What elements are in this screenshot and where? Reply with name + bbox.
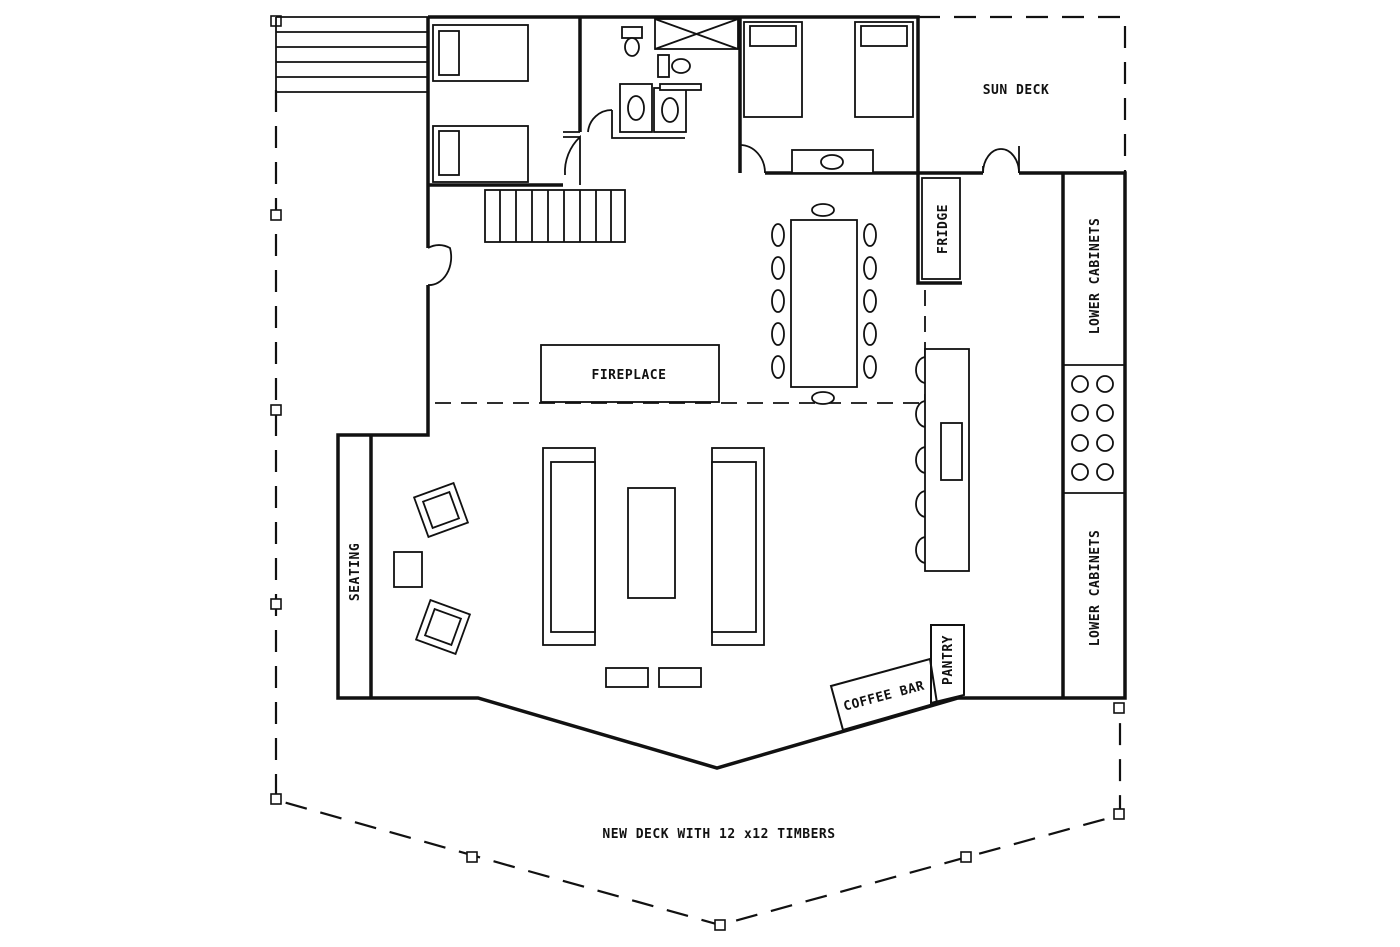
armchair xyxy=(414,598,472,656)
sun-deck-label: SUN DECK xyxy=(983,83,1050,98)
pantry: PANTRY xyxy=(930,624,965,705)
new-deck-outline xyxy=(274,15,1127,927)
sink xyxy=(820,154,844,170)
toilet-tank xyxy=(657,54,670,78)
lower-cabinets-top-label: LOWER CABINETS xyxy=(1088,218,1103,335)
chair xyxy=(771,256,785,280)
dining-zone-boundary xyxy=(435,290,926,404)
pantry-label: PANTRY xyxy=(941,635,956,685)
lower-cabinets-bottom-label: LOWER CABINETS xyxy=(1088,530,1103,647)
bedroom-left xyxy=(428,17,582,187)
chair xyxy=(771,289,785,313)
fireplace: FIREPLACE xyxy=(540,344,720,403)
exterior-walls xyxy=(336,15,1127,770)
sofa-right xyxy=(711,447,765,646)
toilet xyxy=(671,58,691,74)
deck-post xyxy=(960,851,972,863)
exterior-stairs xyxy=(275,16,428,93)
chair xyxy=(863,355,877,379)
burner xyxy=(1096,375,1114,393)
sun-deck: SUN DECK xyxy=(983,83,1050,98)
pillow xyxy=(749,25,797,47)
kitchen-cabinets: LOWER CABINETS LOWER CABINETS xyxy=(1061,173,1125,698)
living-room xyxy=(393,447,765,688)
bedroom-right xyxy=(743,21,918,175)
toilet-tank xyxy=(621,26,643,39)
side-table xyxy=(393,551,423,588)
deck-post xyxy=(270,404,282,416)
burner xyxy=(1096,404,1114,422)
burner xyxy=(1071,404,1089,422)
bathroom xyxy=(611,17,742,173)
cooktop xyxy=(1071,375,1114,481)
burner xyxy=(1071,434,1089,452)
interior-stairs xyxy=(484,189,626,243)
sofa-left xyxy=(542,447,596,646)
ottoman xyxy=(605,667,649,688)
seating-label: SEATING xyxy=(348,543,363,601)
deck-post xyxy=(1113,808,1125,820)
armchair xyxy=(412,481,470,539)
deck-post xyxy=(270,793,282,805)
deck-post xyxy=(270,598,282,610)
pillow xyxy=(860,25,908,47)
kitchen-island xyxy=(915,348,970,572)
chair xyxy=(863,322,877,346)
sink xyxy=(661,97,679,123)
chair xyxy=(863,289,877,313)
coffee-table xyxy=(627,487,676,599)
burner xyxy=(1071,375,1089,393)
chair xyxy=(771,223,785,247)
new-deck-label: NEW DECK WITH 12 x12 TIMBERS xyxy=(602,827,835,842)
chair xyxy=(863,256,877,280)
chair xyxy=(771,322,785,346)
deck-post xyxy=(714,919,726,931)
burner xyxy=(1096,434,1114,452)
burner xyxy=(1071,463,1089,481)
burner xyxy=(1096,463,1114,481)
island-sink xyxy=(940,422,963,481)
sink xyxy=(627,95,645,121)
deck-post xyxy=(270,209,282,221)
chair xyxy=(811,203,835,217)
pillow xyxy=(438,30,460,76)
built-in-seating: SEATING xyxy=(348,435,373,698)
fridge-label: FRIDGE xyxy=(936,204,951,254)
deck-post xyxy=(466,851,478,863)
pillow xyxy=(438,130,460,176)
fireplace-label: FIREPLACE xyxy=(592,368,667,383)
toilet xyxy=(624,37,640,57)
deck-posts xyxy=(270,15,1125,931)
ottoman xyxy=(658,667,702,688)
dining-table xyxy=(771,203,877,405)
chair xyxy=(771,355,785,379)
doors xyxy=(427,109,1020,286)
fridge: FRIDGE xyxy=(916,173,962,285)
chair xyxy=(863,223,877,247)
chair xyxy=(811,391,835,405)
deck-post xyxy=(1113,702,1125,714)
